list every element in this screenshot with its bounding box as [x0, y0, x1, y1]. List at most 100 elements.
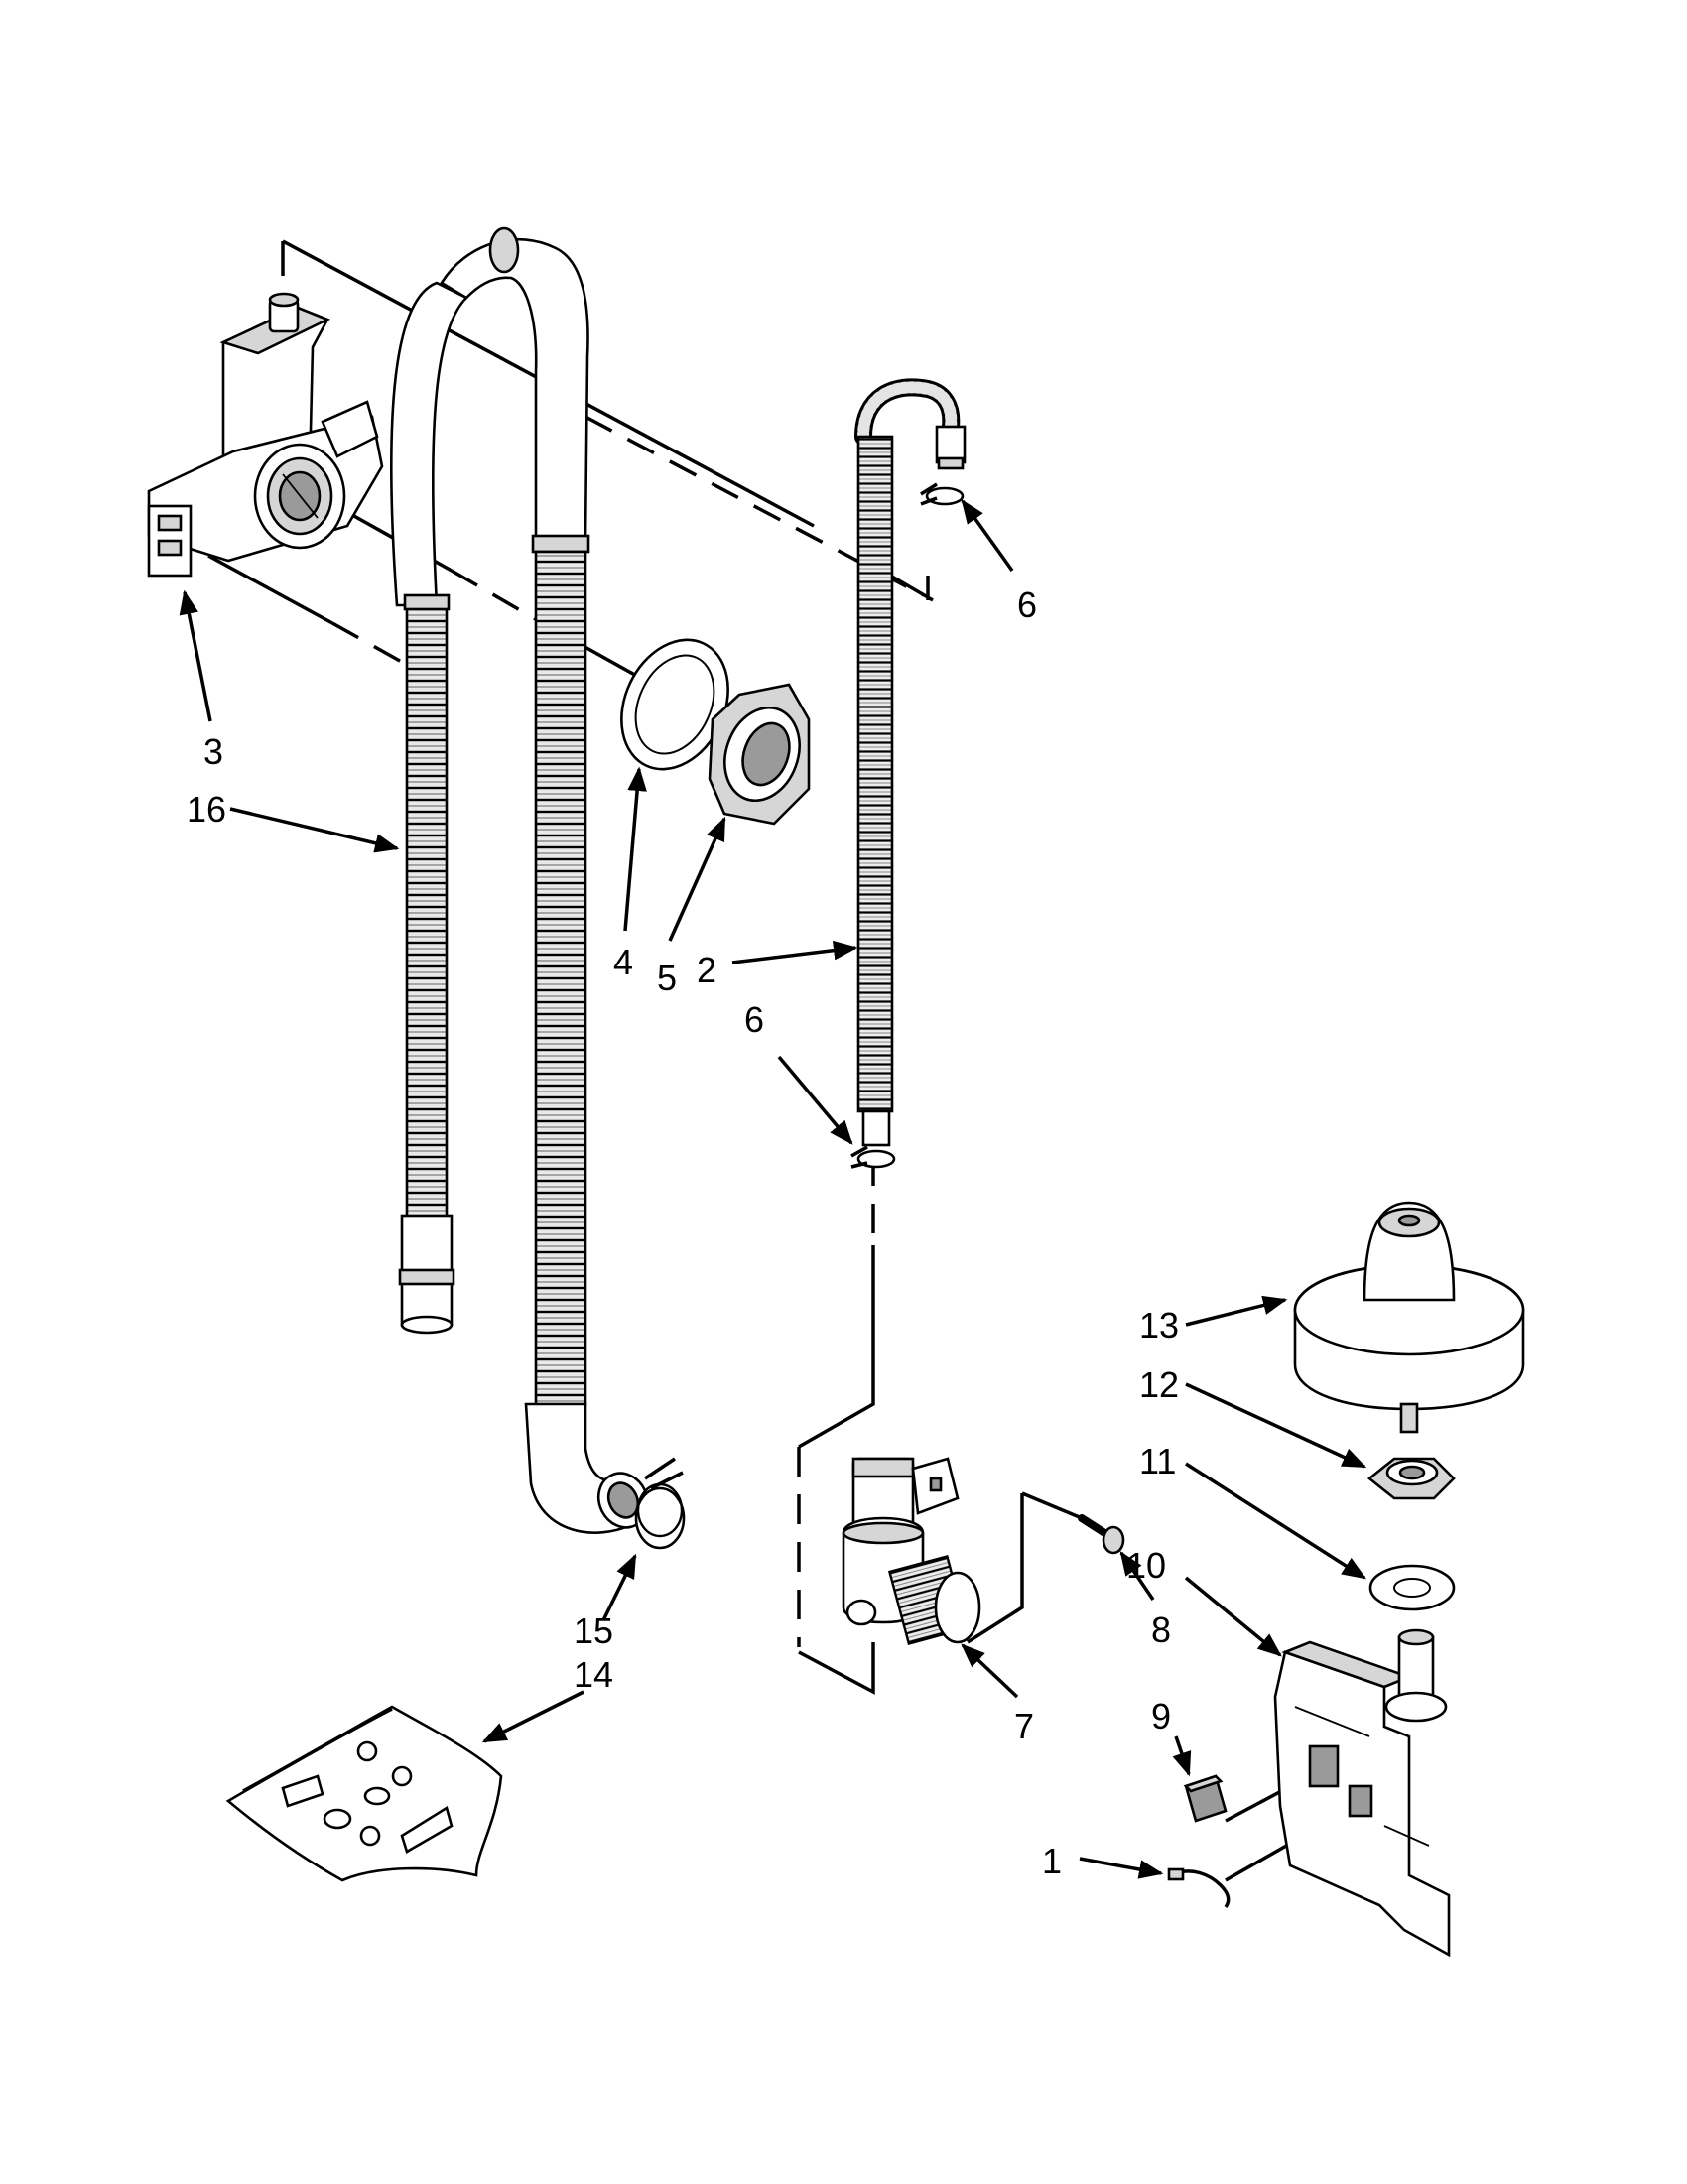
arrow-1 — [1079, 1857, 1164, 1879]
hose-right-collar — [531, 534, 590, 554]
callout-15: 15 — [574, 1610, 613, 1651]
part-14-parts-bag — [225, 1705, 503, 1882]
hose-right-ribbed — [534, 550, 587, 1407]
arrow-5 — [668, 816, 726, 942]
callout-arrows — [179, 499, 1367, 1879]
callout-labels: 3 16 4 5 2 6 6 7 8 9 1 10 11 12 13 14 15 — [187, 584, 1179, 1881]
clamp-bottom-tabs — [850, 1145, 868, 1169]
arrow-2 — [731, 940, 858, 964]
hose-left-ribbed — [405, 603, 449, 1222]
float-stem — [1399, 1402, 1419, 1434]
hose-right-upper-loop — [440, 237, 589, 543]
bag-screw-2 — [391, 1765, 413, 1787]
part-4-gasket — [620, 638, 729, 771]
bracket-stem-collar — [1384, 1691, 1448, 1723]
screw-head — [1102, 1525, 1125, 1555]
part-1-wire — [1167, 1867, 1231, 1909]
callout-2: 2 — [697, 950, 716, 990]
bag-bracket-1 — [281, 1774, 324, 1808]
arrow-6-bottom — [777, 1055, 853, 1145]
hose-right-elbow-opening — [606, 1481, 640, 1519]
clamp-top-ring — [925, 486, 965, 506]
part-16-drain-hose-left — [389, 281, 469, 1335]
arrow-13 — [1185, 1295, 1288, 1327]
callout-10: 10 — [1126, 1545, 1166, 1586]
explode-line-valve-d — [798, 1642, 875, 1695]
explode-line-3-b — [584, 415, 924, 597]
callout-16: 16 — [187, 789, 226, 830]
bag-bracket-2 — [400, 1805, 454, 1854]
fill-hose-top-band — [937, 456, 965, 470]
explode-line-8-b — [967, 1493, 1024, 1644]
part-6-clamp-top — [920, 482, 965, 506]
part-11-washer — [1368, 1564, 1456, 1611]
arrow-4 — [623, 766, 647, 932]
valve-outlet — [845, 1599, 877, 1626]
part-2-fill-hose — [854, 378, 967, 1147]
nut12-hole — [1398, 1465, 1426, 1480]
bracket-slot-1 — [1308, 1744, 1340, 1788]
hose-left-upper-smooth — [389, 281, 469, 607]
hose-left-collar-top — [403, 593, 451, 611]
callout-12: 12 — [1139, 1364, 1179, 1405]
explode-line-16-a — [207, 554, 333, 625]
housing-clip-right — [321, 400, 379, 458]
housing-port-rib — [282, 473, 319, 519]
float-hole — [1397, 1214, 1421, 1227]
bracket-rib-1 — [1294, 1706, 1370, 1737]
explode-line-16-b — [331, 621, 408, 667]
fill-hose-bend — [857, 381, 958, 443]
part-3-housing — [147, 292, 384, 578]
bag-seam — [242, 1707, 393, 1793]
housing-slot-1 — [157, 514, 183, 532]
clamp-top-tabs — [920, 482, 938, 506]
part-8-screw — [1078, 1514, 1125, 1555]
valve-body-top — [842, 1521, 925, 1545]
part-9-switch — [1183, 1774, 1228, 1823]
wire-terminal — [1167, 1867, 1185, 1881]
arrow-12 — [1185, 1382, 1367, 1469]
callout-1: 1 — [1042, 1841, 1062, 1881]
part-16-drain-hose-right — [440, 226, 650, 1534]
hose-left-cuff-band — [398, 1268, 455, 1286]
arrow-15 — [601, 1553, 637, 1621]
arrow-9 — [1172, 1735, 1192, 1777]
callout-9: 9 — [1151, 1696, 1171, 1736]
housing-nozzle-cap — [268, 292, 300, 308]
arrow-8 — [1119, 1550, 1155, 1601]
valve-connector-pin — [929, 1477, 943, 1492]
part-7-inlet-valve — [842, 1457, 981, 1645]
callout-5: 5 — [657, 958, 677, 998]
hose-left-end-opening — [400, 1315, 454, 1335]
callout-7: 7 — [1014, 1706, 1034, 1746]
assembly-lines — [207, 239, 1331, 1882]
valve-inlet-face — [934, 1571, 981, 1644]
fill-hose-top-fitting — [935, 425, 967, 464]
bag-clamp-2 — [363, 1786, 391, 1806]
part-15-hose-clamp — [634, 1457, 686, 1550]
bracket-stem-top — [1397, 1628, 1435, 1646]
bracket-stem — [1397, 1635, 1435, 1699]
callout-4: 4 — [613, 942, 633, 982]
valve-solenoid-top — [851, 1457, 915, 1478]
callout-14: 14 — [574, 1654, 613, 1695]
fill-hose-bottom-fitting — [861, 1109, 891, 1147]
bag-screw-1 — [356, 1740, 378, 1762]
hose-right-loop-band — [488, 226, 520, 274]
callout-3: 3 — [203, 731, 223, 772]
callout-13: 13 — [1139, 1305, 1179, 1346]
explode-line-45-b — [451, 569, 547, 627]
part-5-nut — [708, 683, 811, 826]
fill-hose-ribbed — [856, 435, 894, 1113]
bracket-slot-2 — [1348, 1784, 1373, 1818]
explode-line-valve-b — [798, 1245, 875, 1449]
gasket-inner — [634, 654, 715, 755]
part-13-float — [1293, 1201, 1525, 1434]
arrow-3 — [179, 589, 212, 722]
callout-6-top: 6 — [1017, 584, 1037, 625]
arrow-14 — [481, 1690, 584, 1743]
part-6-clamp-bottom — [850, 1145, 896, 1169]
arrow-6-top — [961, 499, 1014, 573]
arrow-16 — [229, 807, 400, 853]
